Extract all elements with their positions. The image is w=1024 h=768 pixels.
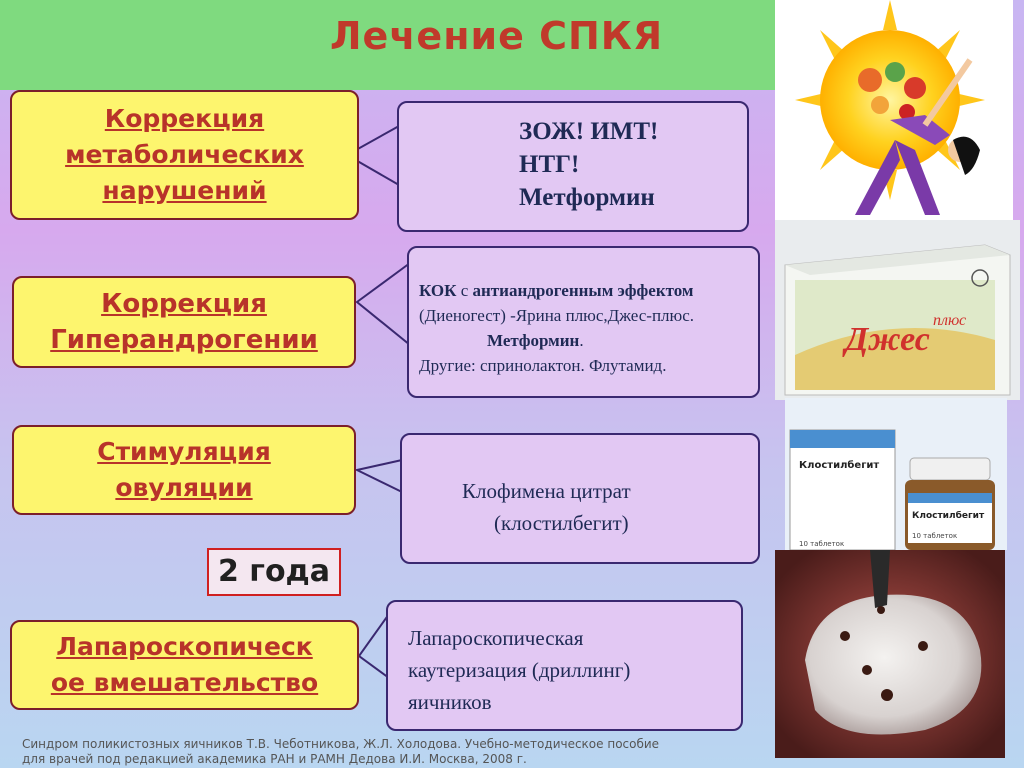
- detail-line: ЗОЖ! ИМТ!: [519, 118, 659, 145]
- label-line: овуляции: [115, 473, 253, 502]
- label-line: ое вмешательство: [50, 668, 319, 697]
- coc-term: КОК: [419, 281, 457, 300]
- healthy-lifestyle-image: [775, 0, 1013, 220]
- box-brand-suffix: плюс: [933, 312, 966, 329]
- detail-text: с: [456, 281, 473, 300]
- detail-line: Метформин.: [419, 328, 694, 353]
- label-line: нарушений: [102, 176, 267, 205]
- label-line: Гиперандрогении: [50, 325, 318, 355]
- label-laparoscopic-intervention: Лапароскопическ ое вмешательство: [10, 620, 359, 710]
- detail-ovulation: Клофимена цитрат (клостилбегит): [400, 433, 760, 564]
- label-ovulation-stimulation: Стимуляция овуляции: [12, 425, 356, 515]
- slide-title: Лечение СПКЯ: [330, 14, 664, 58]
- detail-line: НТГ!: [519, 151, 580, 178]
- label-line: Коррекция: [101, 289, 267, 319]
- detail-text: .: [579, 331, 584, 350]
- footnote: Синдром поликистозных яичников Т.В. Чебо…: [22, 737, 782, 767]
- label-line: метаболических: [65, 140, 304, 169]
- box-label: Клостилбегит: [799, 459, 879, 471]
- contraceptive-box-image: Джес плюс: [775, 220, 1020, 400]
- label-hyperandrogenism-correction: Коррекция Гиперандрогении: [12, 276, 356, 368]
- title-bar: [0, 0, 775, 90]
- detail-line: (клостилбегит): [494, 511, 629, 535]
- label-metabolic-correction: Коррекция метаболических нарушений: [10, 90, 359, 220]
- bottle-label: Клостилбегит: [912, 510, 985, 521]
- label-line: Коррекция: [104, 104, 265, 133]
- box-count: 10 таблеток: [799, 540, 844, 548]
- antiandrogen-term: антиандрогенным эффектом: [472, 281, 694, 300]
- detail-hyperandrogenism: КОК с антиандрогенным эффектом (Диеногес…: [407, 246, 760, 398]
- bottle-count: 10 таблеток: [912, 532, 957, 540]
- detail-line: (Диеногест) -Ярина плюс,Джес-плюс.: [419, 306, 695, 325]
- detail-line: Лапароскопическая: [408, 626, 584, 650]
- detail-line: яичников: [408, 690, 492, 714]
- box-brand-name: Джес: [842, 321, 930, 358]
- duration-badge: 2 года: [207, 548, 341, 596]
- detail-line: Клофимена цитрат: [462, 479, 631, 503]
- detail-laparoscopy: Лапароскопическая каутеризация (дриллинг…: [386, 600, 743, 731]
- detail-line: каутеризация (дриллинг): [408, 658, 631, 682]
- metformin-term: Метформин: [487, 331, 580, 350]
- detail-line: Метформин: [519, 184, 655, 211]
- label-line: Лапароскопическ: [56, 632, 313, 661]
- footnote-line: Синдром поликистозных яичников Т.В. Чебо…: [22, 737, 660, 751]
- detail-line: Другие: спринолактон. Флутамид.: [419, 356, 667, 375]
- detail-metabolic: ЗОЖ! ИМТ! НТГ! Метформин: [397, 101, 749, 232]
- laparoscopic-drilling-photo: [775, 550, 1005, 758]
- detail-line: КОК с антиандрогенным эффектом: [419, 278, 694, 303]
- label-line: Стимуляция: [97, 437, 271, 466]
- footnote-line: для врачей под редакцией академика РАН и…: [22, 752, 527, 766]
- clomiphene-package-image: Клостилбегит 10 таблеток Клостилбегит 10…: [785, 398, 1007, 550]
